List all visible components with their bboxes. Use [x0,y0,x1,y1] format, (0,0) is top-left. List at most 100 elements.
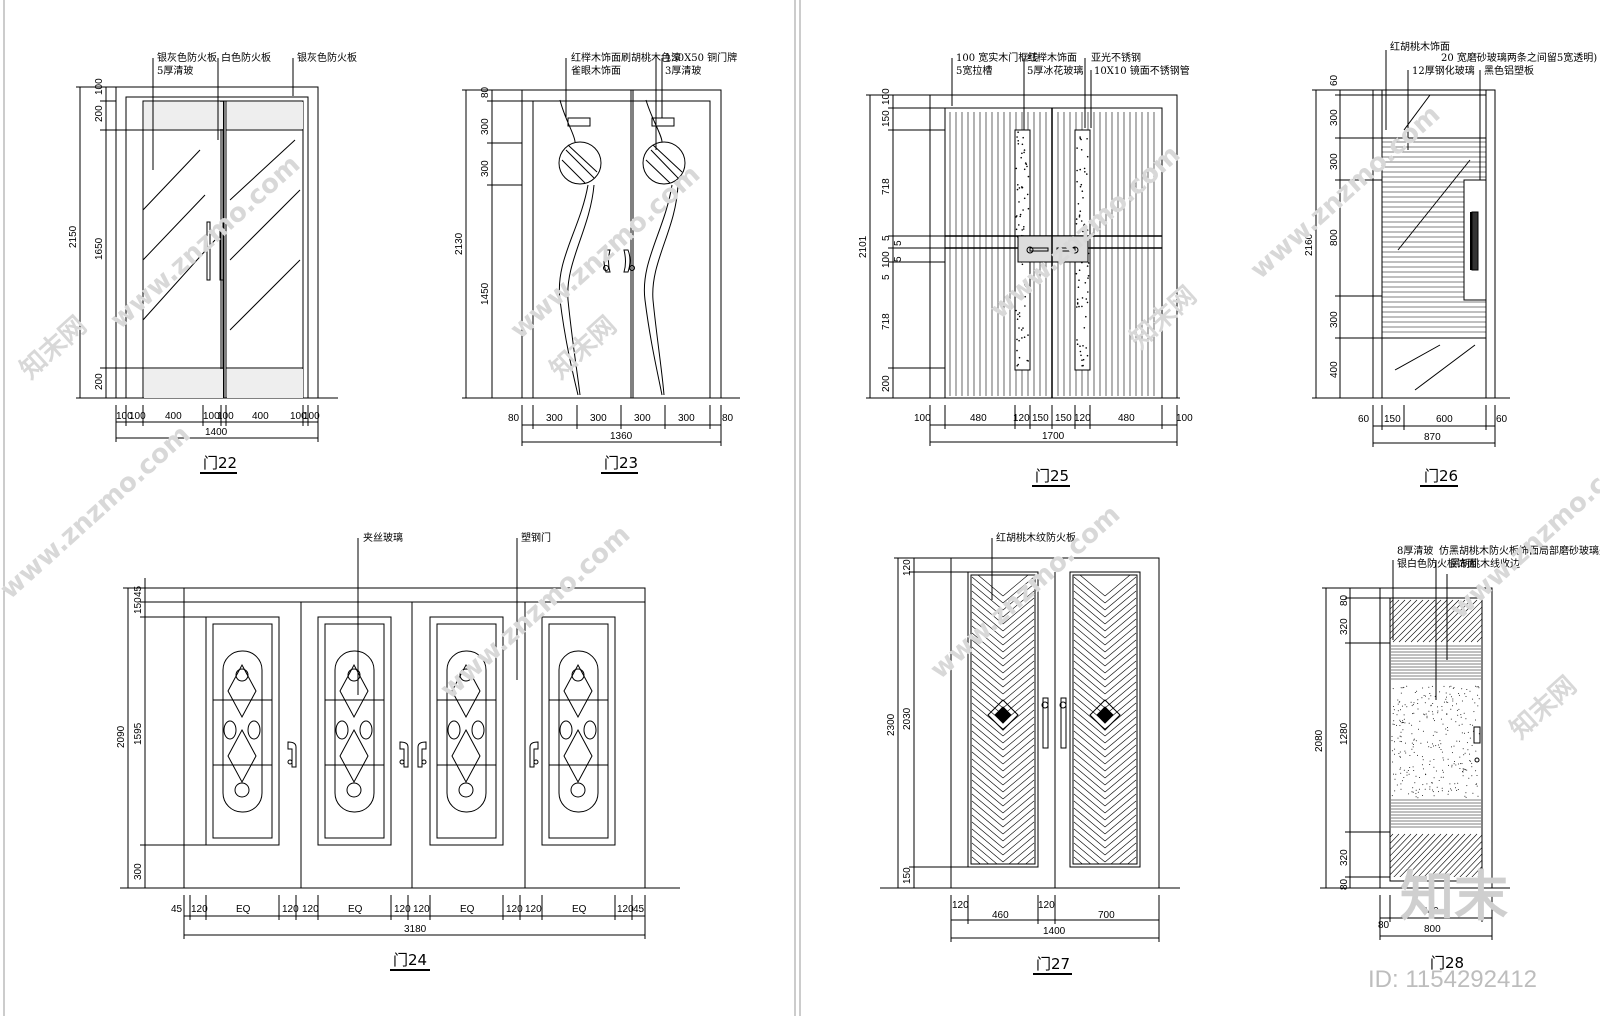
pattern-line [1074,724,1105,750]
frost-dot [1021,143,1024,146]
door22-hdim-1: 100 [116,411,133,422]
frost-dot [1021,186,1023,189]
frost-dot [1437,712,1439,714]
frost-dot [1458,693,1460,694]
frost-dot [1442,757,1444,759]
pattern-line [972,759,1003,785]
door24-vdim-3: 1595 [133,722,144,745]
door27-hdim-4: 700 [1098,910,1115,921]
frost-dot [1432,782,1433,784]
pattern-line [1003,612,1034,638]
frost-dot [1393,706,1395,707]
frost-dot [1435,770,1437,772]
door23-hdim-5: 300 [678,413,695,424]
door28-hdim-3: 800 [1424,924,1441,935]
pattern-line [1074,668,1105,694]
pattern-line [972,780,1003,806]
frost-dot [1478,698,1480,700]
frost-dot [1441,787,1443,789]
frost-dot [1393,720,1395,722]
frost-dot [1473,711,1475,713]
door24-hdim-11: 120 [525,904,542,915]
frost-dot [1456,703,1457,705]
frost-dot [1086,301,1089,304]
frost-dot [1413,770,1415,771]
frost-dot [1459,740,1460,742]
frost-dot [1411,742,1413,744]
frost-dot [1456,709,1458,711]
frost-dot [1475,770,1477,772]
door27-title: 门27 [1036,955,1070,973]
pattern-line [1105,836,1136,862]
frost-dot [1076,339,1078,341]
frost-dot [1023,336,1026,339]
pattern-line [972,710,1003,736]
pattern-line [1105,815,1136,841]
frost-dot [1422,795,1423,796]
door22-vdim-3: 1650 [94,237,105,260]
frost-dot [1432,791,1434,793]
frost-dot [1457,763,1459,765]
door25-vdim-5: 5 [893,240,904,246]
frost-dot [1476,785,1478,787]
frost-dot [1021,337,1023,339]
frost-dot [1076,169,1078,172]
pattern-line [1003,745,1034,771]
pattern-line [1411,600,1453,642]
frost-dot [1076,343,1079,346]
pattern-line [1375,600,1417,642]
door22-title: 门22 [203,454,237,472]
door22-note-2: 5厚清玻 [157,64,193,77]
frost-dot [1461,763,1463,765]
frost-dot [1018,315,1021,318]
frost-dot [1411,733,1413,735]
frost-dot [1422,784,1424,786]
frost-dot [1400,767,1402,769]
door28-vdim-1: 80 [1339,594,1350,606]
pattern-line [1074,640,1105,666]
door22-vdim-4: 200 [94,373,105,390]
frost-dot [1469,724,1471,726]
frost-dot [1081,359,1083,362]
frost-dot [1413,712,1415,714]
frost-dot [1400,687,1402,689]
frost-dot [1417,703,1419,704]
pattern-line [1423,600,1465,642]
pattern-line [972,808,1003,834]
frost-dot [1455,787,1456,789]
pattern-line [1105,591,1136,617]
frost-dot [1076,302,1079,304]
frost-dot [1086,229,1089,231]
frost-dot [1412,787,1414,789]
pattern-line [972,857,1003,883]
pattern-line [1105,759,1136,785]
pattern-line [1387,834,1429,878]
frost-dot [1434,695,1436,697]
frost-dot [1412,744,1414,745]
frost-dot [1459,756,1461,758]
door22-note-3: 白色防火板 [221,51,271,64]
frost-dot [1408,773,1410,775]
door24-vdim-4: 300 [133,863,144,880]
pattern-line [1003,675,1034,701]
frost-dot [1458,708,1460,710]
pattern-line [1105,598,1136,624]
pattern-line [1003,731,1034,757]
door28-vdim-3: 1280 [1339,722,1350,745]
door24-hdim-7: 120 [394,904,411,915]
frost-dot [1086,138,1088,140]
door25-vdim-4: 5 [881,235,892,241]
frost-dot [1078,216,1081,218]
frost-dot [1451,764,1453,766]
door27-hdim-3: 120 [1038,900,1055,911]
frost-dot [1015,228,1018,231]
frost-dot [1078,305,1080,308]
door28-title: 门28 [1430,954,1464,972]
frost-dot [1075,272,1078,275]
frost-dot [1397,737,1399,739]
pattern-line [1105,843,1136,869]
door-27: 红胡桃木纹防火板 120 2030 150 2300 120 460 120 7… [880,531,1180,974]
frost-dot [1440,749,1442,750]
pattern-line [1369,834,1411,878]
frost-dot [1018,312,1021,314]
